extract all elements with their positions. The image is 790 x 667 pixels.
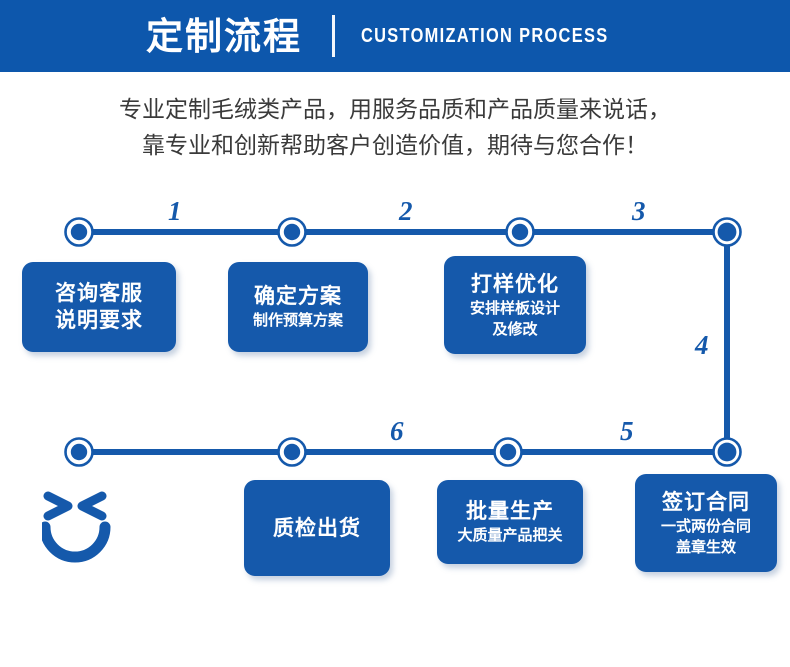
step-box-consult-title: 咨询客服 bbox=[55, 281, 143, 305]
node-end bbox=[64, 437, 94, 467]
step-box-plan-title: 确定方案 bbox=[254, 284, 342, 308]
subtitle-line-1: 专业定制毛绒类产品，用服务品质和产品质量来说话， bbox=[119, 97, 671, 123]
step-box-contract-title: 签订合同 bbox=[662, 489, 750, 514]
header-title-english: CUSTOMIZATION PROCESS bbox=[361, 24, 609, 47]
node-quality-check bbox=[277, 437, 307, 467]
node-corner-bottom-right bbox=[712, 437, 742, 467]
node-corner-top-right bbox=[712, 217, 742, 247]
step-number-6: 6 bbox=[390, 416, 404, 446]
step-box-quality-check[interactable]: 质检出货 bbox=[244, 480, 390, 576]
step-number-5: 5 bbox=[620, 416, 634, 446]
step-box-mass-production[interactable]: 批量生产 大质量产品把关 bbox=[437, 480, 583, 564]
smiley-mouth bbox=[42, 521, 111, 563]
node-plan bbox=[277, 217, 307, 247]
smiley-left-eye bbox=[43, 491, 73, 521]
step-number-3: 3 bbox=[632, 196, 646, 226]
subtitle-block: 专业定制毛绒类产品，用服务品质和产品质量来说话， 靠专业和创新帮助客户创造价值，… bbox=[0, 92, 790, 164]
step-box-mass-sub1: 大质量产品把关 bbox=[457, 526, 563, 544]
step-box-sample[interactable]: 打样优化 安排样板设计 及修改 bbox=[444, 256, 586, 354]
step-number-1: 1 bbox=[168, 196, 182, 226]
step-box-plan[interactable]: 确定方案 制作预算方案 bbox=[228, 262, 368, 352]
step-box-sample-sub2: 及修改 bbox=[492, 319, 538, 338]
smiley-face-icon bbox=[42, 491, 111, 563]
step-number-2: 2 bbox=[399, 196, 413, 226]
node-sample bbox=[505, 217, 535, 247]
step-box-contract[interactable]: 签订合同 一式两份合同 盖章生效 bbox=[635, 474, 777, 572]
node-mass-production bbox=[493, 437, 523, 467]
header-bar: 定制流程 CUSTOMIZATION PROCESS bbox=[0, 0, 790, 72]
step-box-qc-title: 质检出货 bbox=[273, 515, 361, 540]
node-consult bbox=[64, 217, 94, 247]
step-box-sample-title: 打样优化 bbox=[471, 271, 559, 296]
step-box-contract-sub1: 一式两份合同 bbox=[660, 516, 751, 535]
step-number-4: 4 bbox=[695, 330, 709, 360]
smiley-right-eye bbox=[77, 491, 107, 521]
step-box-plan-sub1: 制作预算方案 bbox=[252, 311, 343, 329]
step-box-consult-sub1: 说明要求 bbox=[55, 308, 143, 332]
step-box-sample-sub1: 安排样板设计 bbox=[469, 298, 560, 317]
header-title-chinese: 定制流程 bbox=[146, 14, 302, 58]
step-box-consult[interactable]: 咨询客服 说明要求 bbox=[22, 262, 176, 352]
step-box-mass-title: 批量生产 bbox=[466, 499, 554, 523]
header-divider bbox=[332, 15, 335, 57]
step-box-contract-sub2: 盖章生效 bbox=[675, 537, 736, 556]
subtitle-line-2: 靠专业和创新帮助客户创造价值，期待与您合作！ bbox=[142, 133, 648, 159]
